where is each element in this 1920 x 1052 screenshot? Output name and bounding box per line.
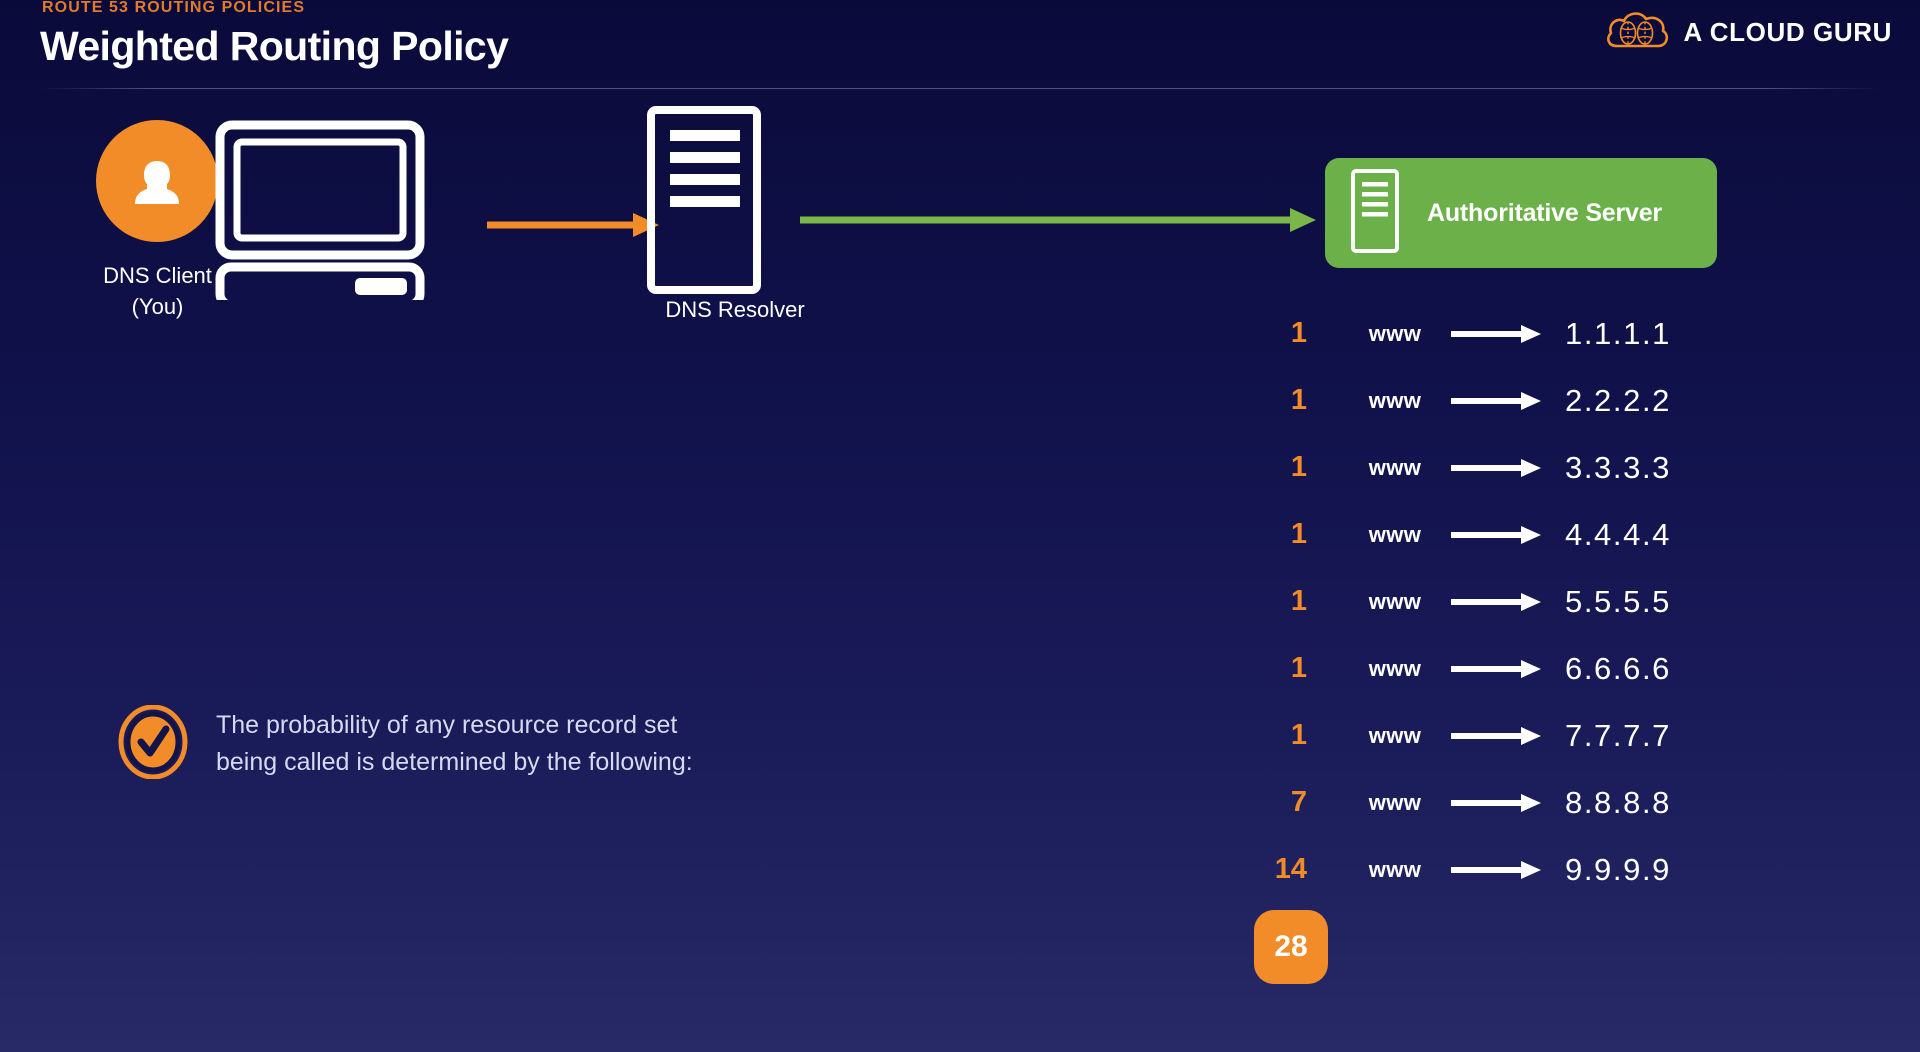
server-tower-icon [645, 106, 765, 299]
client-to-resolver-arrow [487, 210, 662, 245]
user-avatar-icon [96, 120, 218, 242]
table-row: 1 www 1.1.1.1 [1255, 300, 1671, 367]
server-tower-icon [1349, 168, 1401, 259]
record-name: www [1368, 655, 1422, 681]
table-row: 1 www 6.6.6.6 [1255, 635, 1671, 702]
record-ip: 5.5.5.5 [1565, 583, 1672, 619]
table-row: 1 www 5.5.5.5 [1255, 568, 1671, 635]
record-arrow-icon [1451, 457, 1549, 479]
brand-name: A CLOUD GURU [1683, 17, 1892, 47]
table-row: 1 www 3.3.3.3 [1255, 434, 1671, 501]
record-ip: 7.7.7.7 [1565, 717, 1672, 753]
record-name: www [1368, 856, 1422, 882]
record-weight: 1 [1290, 652, 1307, 684]
record-name: www [1368, 454, 1422, 480]
record-weight: 7 [1290, 786, 1307, 818]
record-arrow-icon [1451, 859, 1549, 881]
header-divider [40, 88, 1880, 89]
table-row: 1 www 7.7.7.7 [1255, 702, 1671, 769]
desktop-computer-icon [215, 120, 425, 310]
record-weight: 1 [1290, 317, 1307, 349]
resolver-to-authoritative-arrow [800, 205, 1320, 240]
total-weight-badge: 28 [1254, 910, 1328, 984]
check-circle-icon [118, 704, 188, 784]
authoritative-server-label: Authoritative Server [1427, 198, 1662, 227]
record-arrow-icon [1451, 390, 1549, 412]
record-weight: 1 [1290, 451, 1307, 483]
dns-client-label: DNS Client (You) [103, 263, 212, 319]
record-arrow-icon [1451, 591, 1549, 613]
record-ip: 9.9.9.9 [1565, 851, 1672, 887]
page-title: Weighted Routing Policy [40, 23, 509, 69]
record-ip: 4.4.4.4 [1565, 516, 1672, 552]
page-header: ROUTE 53 ROUTING POLICIES Weighted Routi… [0, 0, 1920, 90]
record-arrow-icon [1451, 524, 1549, 546]
record-name: www [1368, 789, 1422, 815]
resource-record-list: 1 www 1.1.1.1 1 www 2.2.2.2 1 www 3.3.3.… [1255, 300, 1671, 903]
record-arrow-icon [1451, 725, 1549, 747]
table-row: 1 www 4.4.4.4 [1255, 501, 1671, 568]
record-name: www [1368, 320, 1422, 346]
authoritative-server-box: Authoritative Server [1325, 158, 1717, 268]
callout-text: The probability of any resource record s… [216, 711, 693, 776]
record-weight: 1 [1290, 585, 1307, 617]
record-name: www [1368, 588, 1422, 614]
record-name: www [1368, 387, 1422, 413]
cloud-guru-logo-icon [1604, 8, 1670, 57]
record-arrow-icon [1451, 323, 1549, 345]
probability-callout: The probability of any resource record s… [118, 704, 693, 784]
record-ip: 6.6.6.6 [1565, 650, 1672, 686]
brand-logo: A CLOUD GURU [1604, 8, 1892, 57]
record-weight: 1 [1290, 518, 1307, 550]
record-ip: 3.3.3.3 [1565, 449, 1672, 485]
table-row: 14 www 9.9.9.9 [1255, 836, 1671, 903]
table-row: 7 www 8.8.8.8 [1255, 769, 1671, 836]
record-weight: 1 [1290, 719, 1307, 751]
record-arrow-icon [1451, 658, 1549, 680]
record-name: www [1368, 722, 1422, 748]
record-weight: 1 [1290, 384, 1307, 416]
record-ip: 8.8.8.8 [1565, 784, 1672, 820]
record-weight: 14 [1274, 853, 1307, 885]
record-arrow-icon [1451, 792, 1549, 814]
record-ip: 1.1.1.1 [1565, 315, 1672, 351]
dns-resolver-group: DNS Resolver [645, 105, 805, 322]
record-name: www [1368, 521, 1422, 547]
dns-resolver-label: DNS Resolver [665, 297, 805, 322]
table-row: 1 www 2.2.2.2 [1255, 367, 1671, 434]
eyebrow-label: ROUTE 53 ROUTING POLICIES [42, 0, 306, 16]
record-ip: 2.2.2.2 [1565, 382, 1672, 418]
